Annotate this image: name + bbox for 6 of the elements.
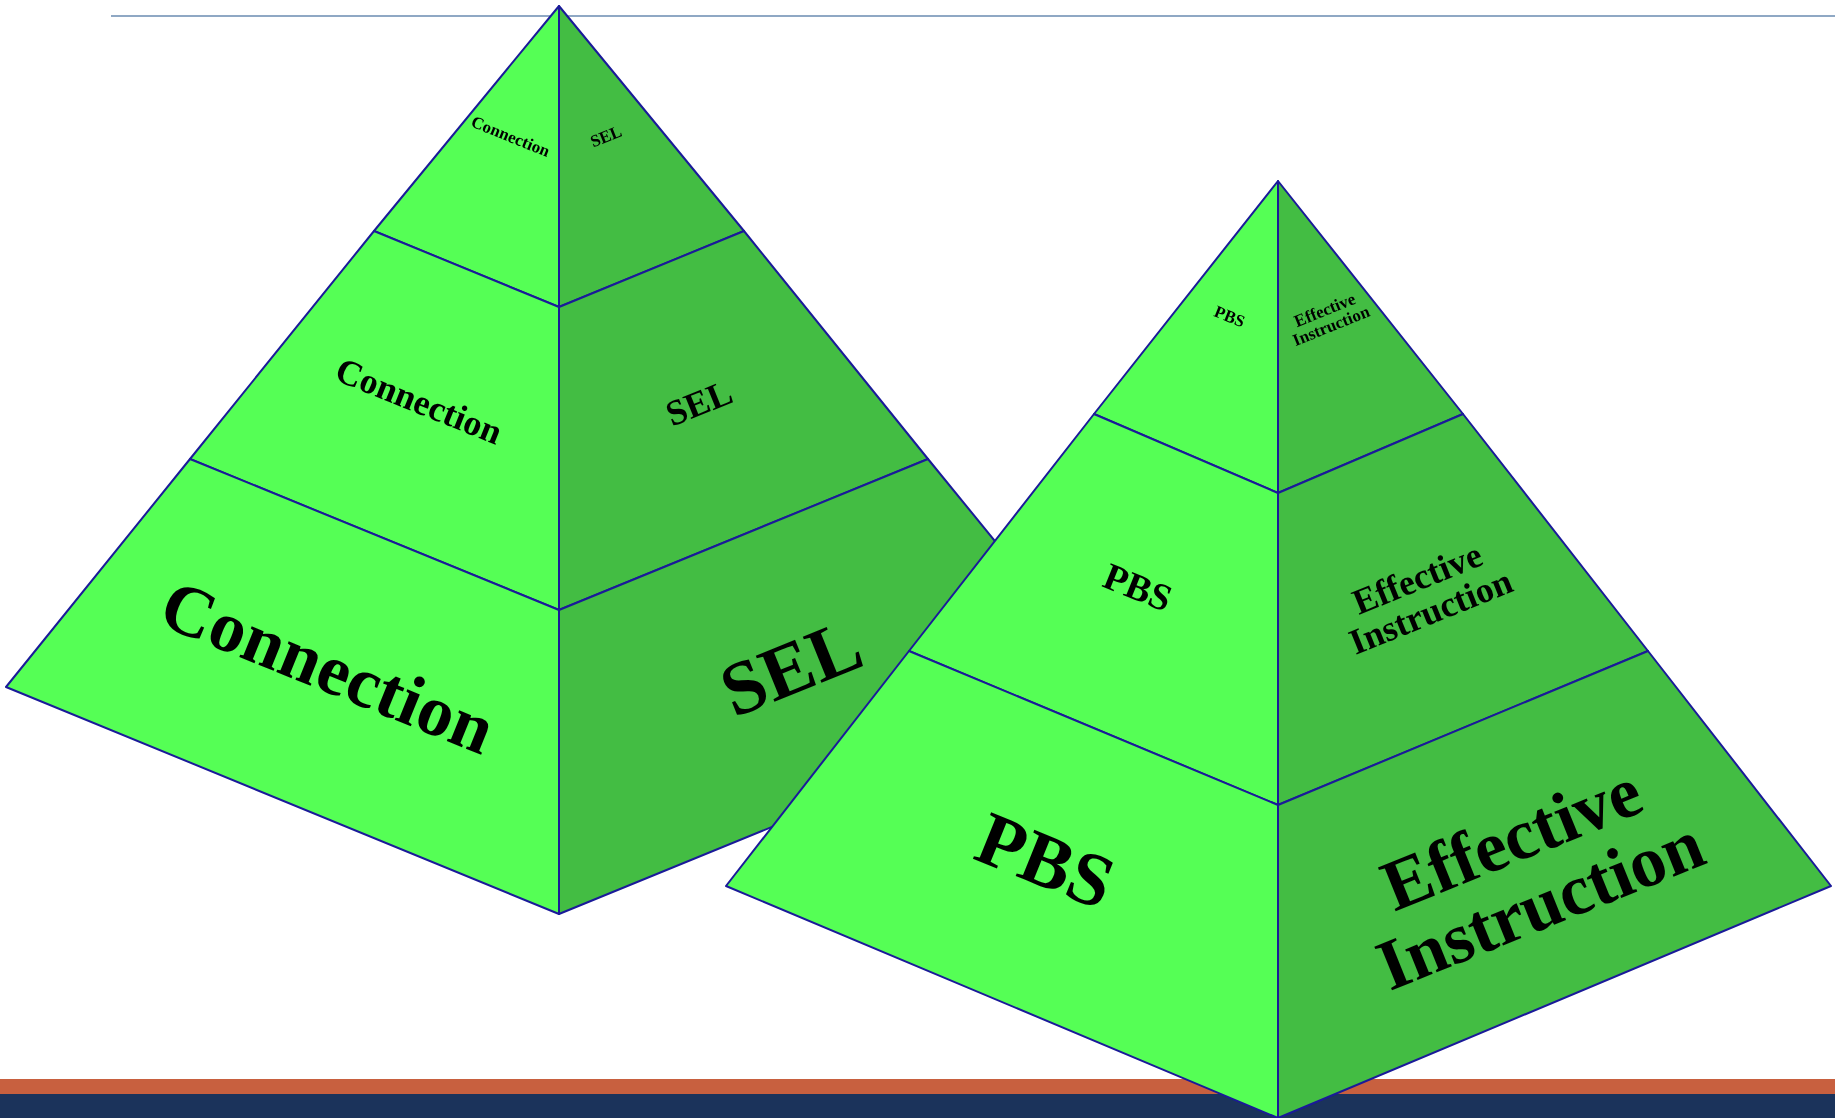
face-label: SEL [588,122,625,150]
face-label: SEL [710,604,872,730]
face-label: SEL [660,373,738,433]
face-label: PBS [966,798,1125,922]
face-label: PBS [1098,556,1178,618]
face-label: PBS [1211,302,1247,330]
